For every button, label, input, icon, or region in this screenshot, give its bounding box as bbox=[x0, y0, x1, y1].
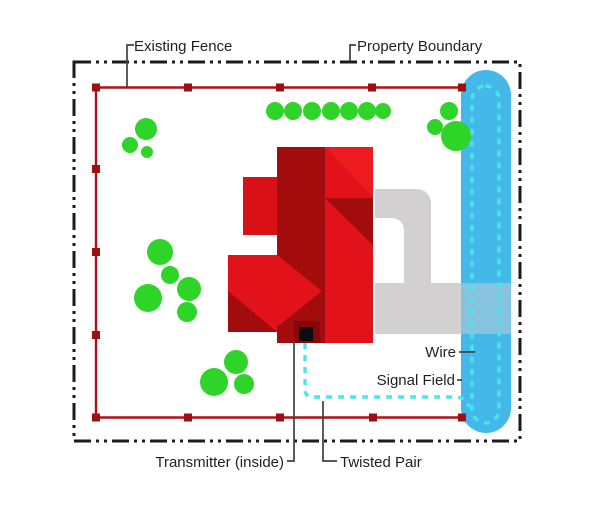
house-wing-bottom-dark-facet bbox=[228, 291, 277, 332]
leader-existing-fence bbox=[126, 44, 134, 87]
signal-field-band bbox=[461, 70, 511, 433]
fence-posts bbox=[92, 83, 466, 422]
house bbox=[228, 147, 373, 343]
label-existing-fence: Existing Fence bbox=[134, 38, 232, 55]
property-boundary-line bbox=[72, 60, 522, 443]
house-roof-right-dark-facet bbox=[325, 198, 373, 245]
twisted-pair-cable bbox=[303, 343, 471, 408]
house-wing-top bbox=[243, 177, 277, 235]
label-transmitter: Transmitter (inside) bbox=[155, 454, 284, 471]
label-signal-field: Signal Field bbox=[377, 372, 455, 389]
existing-fence bbox=[92, 83, 466, 422]
house-roof-right-lower bbox=[325, 198, 373, 343]
trees bbox=[122, 102, 471, 396]
leader-lines bbox=[126, 44, 475, 462]
label-twisted-pair: Twisted Pair bbox=[340, 454, 422, 471]
driveway-under-band bbox=[461, 283, 511, 334]
leader-property-boundary bbox=[349, 44, 356, 61]
leader-transmitter bbox=[287, 341, 295, 462]
leader-twisted-pair bbox=[322, 401, 337, 462]
labels: Existing Fence Property Boundary Wire Si… bbox=[134, 38, 483, 471]
label-property-boundary: Property Boundary bbox=[357, 38, 483, 55]
house-roof-top-right-facet bbox=[325, 147, 373, 197]
house-wing-ridge-facet bbox=[277, 255, 322, 327]
transmitter-box bbox=[299, 327, 313, 341]
wire-loop bbox=[470, 84, 501, 425]
label-wire: Wire bbox=[425, 344, 456, 361]
